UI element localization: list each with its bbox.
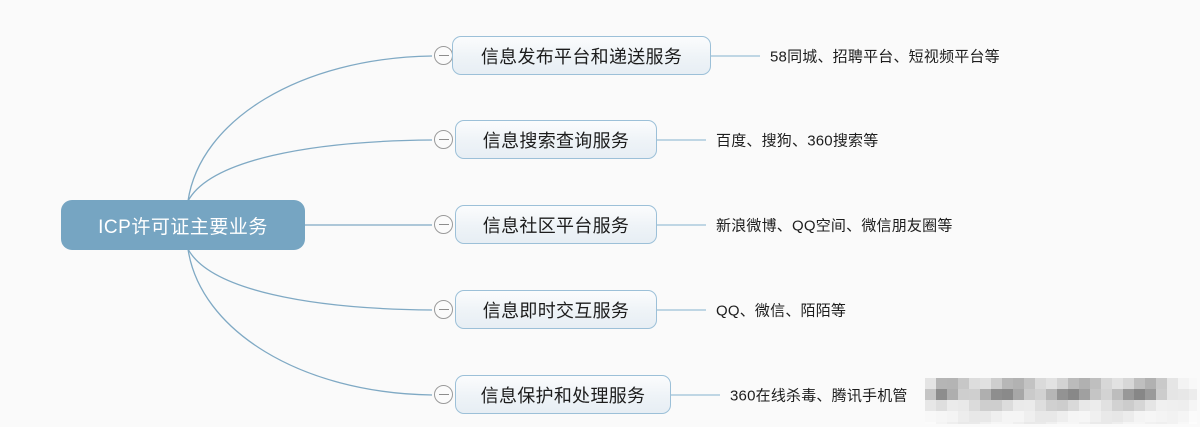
- root-branch-curve-5: [187, 248, 433, 396]
- branch-node-label: 信息即时交互服务: [482, 300, 630, 321]
- branch-node-label: 信息保护和处理服务: [480, 385, 646, 406]
- leaf-detail-3: 新浪微博、QQ空间、微信朋友圈等: [716, 217, 953, 235]
- circle-minus-icon[interactable]: [434, 130, 453, 149]
- branch-node-1[interactable]: 信息发布平台和递送服务: [452, 36, 711, 75]
- root-branch-curve-2: [187, 139, 433, 202]
- circle-minus-icon[interactable]: [434, 300, 453, 319]
- root-branch-curve-1: [187, 55, 433, 202]
- branch-node-2[interactable]: 信息搜索查询服务: [455, 120, 657, 159]
- root-branch-curve-4: [187, 248, 433, 311]
- leaf-detail-5: 360在线杀毒、腾讯手机管: [730, 387, 908, 405]
- root-node[interactable]: ICP许可证主要业务: [61, 200, 305, 250]
- branch-node-3[interactable]: 信息社区平台服务: [455, 205, 657, 244]
- branch-node-4[interactable]: 信息即时交互服务: [455, 290, 657, 329]
- leaf-detail-2: 百度、搜狗、360搜索等: [716, 132, 879, 150]
- circle-minus-icon[interactable]: [434, 46, 453, 65]
- branch-node-5[interactable]: 信息保护和处理服务: [455, 375, 671, 414]
- root-node-label: ICP许可证主要业务: [98, 216, 268, 238]
- leaf-detail-1: 58同城、招聘平台、短视频平台等: [770, 48, 1000, 66]
- redacted-watermark-overlay: [925, 378, 1197, 424]
- branch-node-label: 信息搜索查询服务: [482, 130, 630, 151]
- leaf-detail-4: QQ、微信、陌陌等: [716, 302, 847, 320]
- circle-minus-icon[interactable]: [434, 215, 453, 234]
- branch-node-label: 信息发布平台和递送服务: [480, 46, 683, 67]
- branch-node-label: 信息社区平台服务: [482, 215, 630, 236]
- circle-minus-icon[interactable]: [434, 385, 453, 404]
